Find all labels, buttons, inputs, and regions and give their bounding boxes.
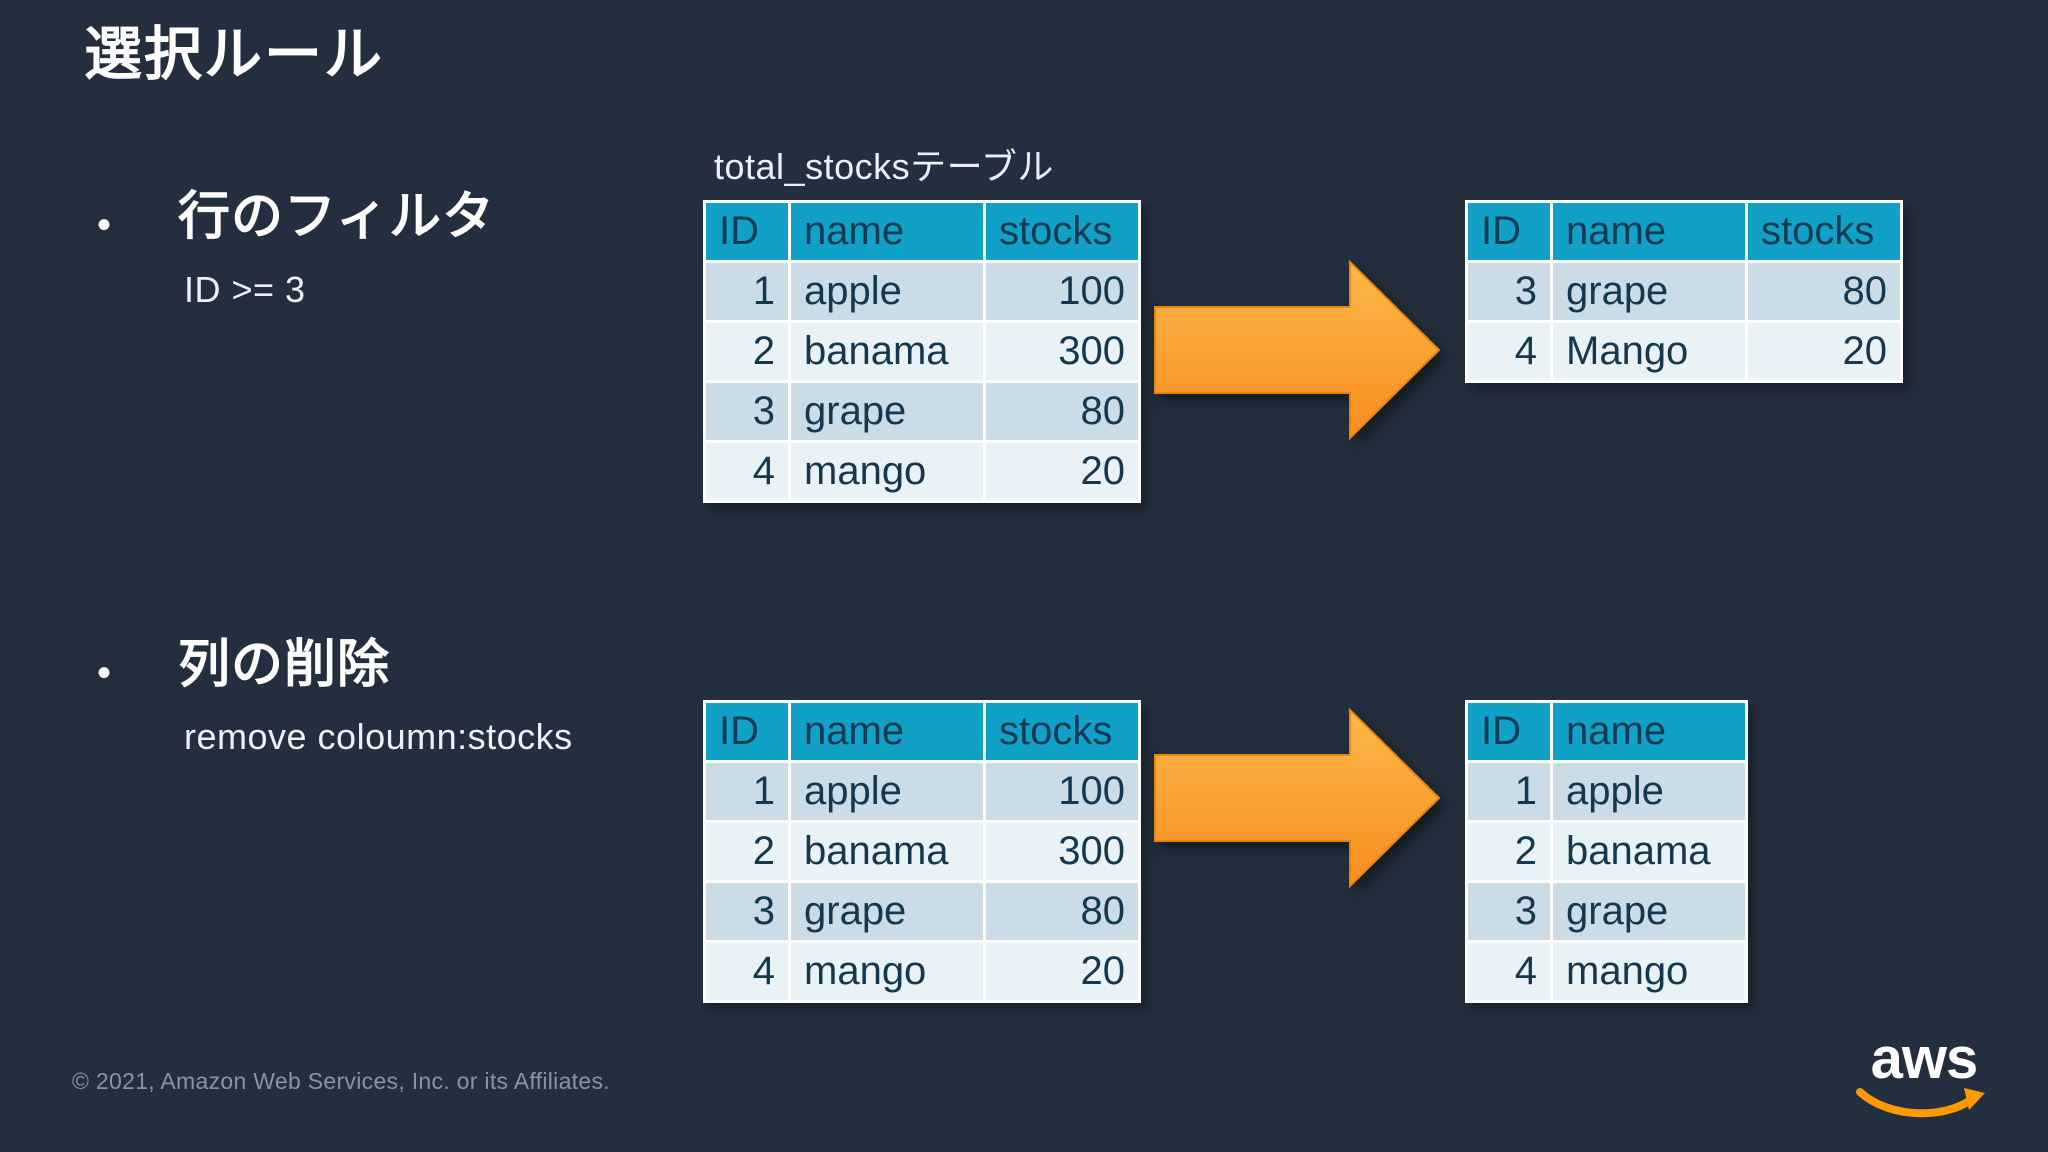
cell-stocks: 80: [986, 383, 1138, 440]
cell-name: grape: [1553, 263, 1745, 320]
table-row: 4 mango 20: [706, 943, 1138, 1000]
column-header-stocks: stocks: [986, 203, 1138, 260]
cell-name: apple: [1553, 763, 1745, 820]
cell-stocks: 100: [986, 763, 1138, 820]
cell-id: 3: [1468, 263, 1550, 320]
section-column-remove-heading: 列の削除: [178, 636, 391, 694]
cell-id: 1: [706, 763, 788, 820]
table-row: 2 banama 300: [706, 823, 1138, 880]
arrow-right-icon: [1154, 259, 1441, 441]
cell-id: 3: [706, 383, 788, 440]
column-header-id: ID: [706, 703, 788, 760]
table-row: 3 grape: [1468, 883, 1745, 940]
table-row: 4 mango 20: [706, 443, 1138, 500]
column-remove-rule: remove coloumn:stocks: [184, 716, 573, 757]
result-table-2: ID name 1 apple 2 banama 3 grape 4 mango: [1465, 700, 1748, 1003]
table-row: 2 banama 300: [706, 323, 1138, 380]
table-row: 1 apple 100: [706, 263, 1138, 320]
cell-id: 3: [1468, 883, 1550, 940]
cell-name: Mango: [1553, 323, 1745, 380]
cell-name: banama: [791, 323, 983, 380]
table-header-row: ID name stocks: [706, 703, 1138, 760]
aws-logo-text: aws: [1870, 1026, 1979, 1091]
bullet-icon: •: [97, 203, 112, 247]
cell-name: mango: [791, 443, 983, 500]
cell-id: 3: [706, 883, 788, 940]
cell-stocks: 80: [986, 883, 1138, 940]
cell-stocks: 300: [986, 823, 1138, 880]
cell-id: 2: [706, 323, 788, 380]
cell-name: banama: [791, 823, 983, 880]
table-row: 1 apple: [1468, 763, 1745, 820]
table-row: 1 apple 100: [706, 763, 1138, 820]
cell-name: grape: [791, 883, 983, 940]
cell-id: 2: [706, 823, 788, 880]
column-header-stocks: stocks: [986, 703, 1138, 760]
cell-stocks: 100: [986, 263, 1138, 320]
cell-name: grape: [791, 383, 983, 440]
cell-stocks: 20: [986, 943, 1138, 1000]
cell-name: apple: [791, 763, 983, 820]
source-table-label: total_stocksテーブル: [714, 146, 1054, 187]
table-row: 2 banama: [1468, 823, 1745, 880]
cell-name: mango: [1553, 943, 1745, 1000]
cell-id: 4: [1468, 943, 1550, 1000]
column-header-id: ID: [1468, 203, 1550, 260]
cell-name: banama: [1553, 823, 1745, 880]
cell-id: 4: [706, 943, 788, 1000]
page-title: 選択ルール: [84, 22, 385, 87]
source-table-2: ID name stocks 1 apple 100 2 banama 300 …: [703, 700, 1141, 1003]
table-row: 3 grape 80: [1468, 263, 1900, 320]
aws-smile-icon: [1856, 1088, 1985, 1118]
cell-stocks: 20: [1748, 323, 1900, 380]
cell-name: apple: [791, 263, 983, 320]
column-header-name: name: [1553, 703, 1745, 760]
column-header-name: name: [791, 703, 983, 760]
table-header-row: ID name: [1468, 703, 1745, 760]
arrow-right-icon: [1154, 707, 1441, 889]
table-row: 3 grape 80: [706, 383, 1138, 440]
bullet-icon: •: [97, 651, 112, 695]
cell-name: mango: [791, 943, 983, 1000]
column-header-name: name: [791, 203, 983, 260]
cell-stocks: 20: [986, 443, 1138, 500]
column-header-id: ID: [1468, 703, 1550, 760]
table-row: 3 grape 80: [706, 883, 1138, 940]
table-row: 4 mango: [1468, 943, 1745, 1000]
row-filter-condition: ID >= 3: [184, 269, 306, 310]
column-header-stocks: stocks: [1748, 203, 1900, 260]
table-header-row: ID name stocks: [706, 203, 1138, 260]
table-header-row: ID name stocks: [1468, 203, 1900, 260]
cell-name: grape: [1553, 883, 1745, 940]
source-table-1: ID name stocks 1 apple 100 2 banama 300 …: [703, 200, 1141, 503]
cell-stocks: 80: [1748, 263, 1900, 320]
cell-id: 1: [706, 263, 788, 320]
copyright-text: © 2021, Amazon Web Services, Inc. or its…: [72, 1068, 610, 1094]
column-header-id: ID: [706, 203, 788, 260]
result-table-1: ID name stocks 3 grape 80 4 Mango 20: [1465, 200, 1903, 383]
cell-stocks: 300: [986, 323, 1138, 380]
section-row-filter-heading: 行のフィルタ: [178, 188, 495, 246]
table-row: 4 Mango 20: [1468, 323, 1900, 380]
cell-id: 1: [1468, 763, 1550, 820]
cell-id: 4: [1468, 323, 1550, 380]
cell-id: 2: [1468, 823, 1550, 880]
cell-id: 4: [706, 443, 788, 500]
column-header-name: name: [1553, 203, 1745, 260]
aws-logo: aws: [1852, 1030, 1996, 1126]
